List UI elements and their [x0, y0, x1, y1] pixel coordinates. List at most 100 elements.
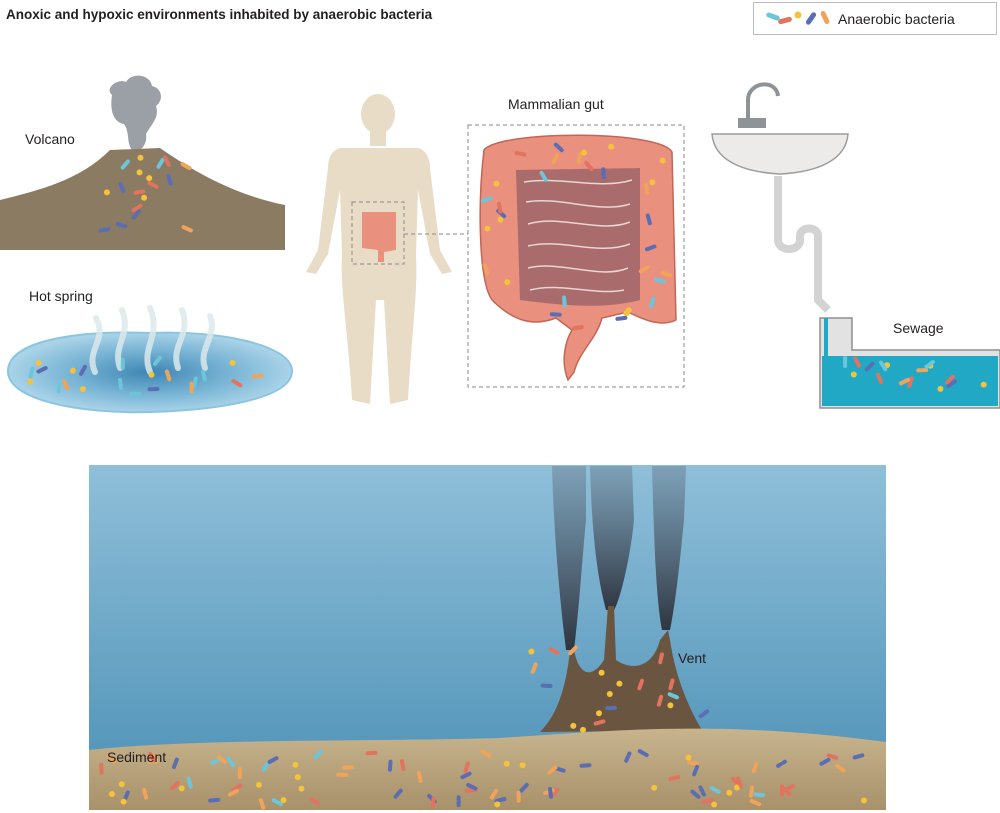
coccus-bacterium — [484, 225, 491, 232]
rod-bacterium — [148, 752, 157, 763]
sediment-label: Sediment — [107, 749, 167, 765]
legend-label: Anaerobic bacteria — [838, 11, 955, 27]
rod-bacterium — [730, 776, 741, 787]
rod-bacterium — [692, 764, 700, 777]
rod-bacterium — [61, 379, 70, 391]
rod-bacterium — [456, 795, 461, 808]
rod-bacterium — [393, 788, 403, 799]
rod-bacterium — [166, 174, 173, 186]
rod-bacterium — [924, 359, 935, 369]
rod-bacterium — [690, 789, 701, 799]
rod-bacterium — [466, 783, 478, 791]
coccus-bacterium — [667, 702, 674, 709]
coccus-bacterium — [497, 216, 504, 223]
coccus-bacterium — [651, 784, 658, 791]
rod-bacterium — [208, 797, 221, 803]
rod-bacterium — [180, 162, 192, 171]
rod-bacterium — [898, 377, 911, 386]
rod-bacterium — [593, 719, 606, 726]
coccus-bacterium — [519, 762, 526, 769]
rod-bacterium — [549, 312, 562, 317]
rod-bacterium — [539, 170, 548, 182]
coccus-bacterium — [103, 189, 110, 196]
sewage-label: Sewage — [893, 320, 944, 336]
rod-bacterium — [186, 776, 193, 789]
rod-bacterium — [668, 775, 681, 781]
rod-bacterium — [584, 161, 594, 172]
rod-bacterium — [644, 244, 657, 252]
rod-bacterium — [99, 762, 104, 775]
ocean-illustration — [89, 465, 886, 810]
rod-bacterium — [460, 771, 472, 780]
rod-bacterium — [480, 749, 492, 758]
coccus-bacterium — [625, 307, 632, 314]
gut-zoom-box-small — [351, 201, 405, 265]
rod-bacterium — [645, 213, 652, 226]
rod-bacterium — [819, 757, 831, 766]
coccus-bacterium — [141, 194, 148, 201]
bacteria-layer — [27, 142, 987, 810]
rod-bacterium — [156, 157, 165, 169]
rod-bacterium — [336, 772, 349, 777]
rod-bacterium — [201, 369, 207, 382]
coccus-bacterium — [118, 781, 125, 788]
rod-bacterium — [776, 759, 787, 768]
rod-bacterium — [753, 792, 766, 798]
coccus-bacterium — [570, 722, 577, 729]
rod-bacterium — [698, 709, 710, 719]
rod-bacterium — [548, 647, 560, 655]
rod-bacterium — [656, 694, 664, 707]
rod-bacterium — [171, 757, 179, 770]
coccus-bacterium — [860, 797, 867, 804]
coccus-bacterium — [255, 781, 262, 788]
coccus-bacterium — [580, 726, 586, 733]
rod-bacterium — [548, 786, 553, 799]
rod-bacterium — [237, 767, 242, 780]
volcano-illustration — [0, 75, 285, 250]
rod-bacterium — [781, 786, 792, 797]
rod-bacterium — [106, 754, 117, 764]
rod-bacterium — [216, 754, 227, 764]
rod-bacterium — [568, 645, 578, 656]
rod-bacterium — [416, 771, 423, 783]
rod-bacterium — [638, 265, 650, 274]
coccus-bacterium — [596, 710, 602, 717]
vent-label: Vent — [678, 650, 707, 666]
coccus-bacterium — [79, 386, 86, 393]
rod-bacterium — [147, 181, 159, 189]
figure-title: Anoxic and hypoxic environments inhabite… — [6, 7, 433, 22]
rod-bacterium — [267, 756, 279, 765]
coccus-bacterium — [734, 784, 740, 791]
rod-bacterium — [864, 361, 875, 372]
rod-bacterium — [164, 369, 172, 382]
rod-bacterium — [313, 749, 323, 760]
rod-bacterium — [131, 209, 141, 220]
rod-bacterium — [540, 683, 553, 689]
coccus-bacterium — [27, 378, 34, 385]
rod-bacterium — [519, 782, 529, 793]
rod-bacterium — [601, 167, 606, 180]
coccus-bacterium — [649, 179, 656, 186]
rod-bacterium — [749, 785, 754, 798]
mammalian-gut-illustration — [467, 124, 685, 388]
rod-bacterium — [497, 201, 503, 214]
rod-bacterium — [826, 753, 839, 760]
coccus-bacterium — [685, 754, 692, 761]
rod-bacterium — [945, 374, 955, 385]
rod-bacterium — [835, 763, 846, 773]
volcano-label: Volcano — [25, 131, 75, 147]
coccus-bacterium — [294, 774, 301, 781]
rod-bacterium — [547, 765, 558, 775]
coccus-bacterium — [35, 359, 42, 366]
coccus-bacterium — [659, 157, 666, 164]
rod-bacterium — [571, 325, 584, 331]
rod-bacterium — [153, 355, 162, 366]
rod-bacterium — [751, 761, 759, 774]
rod-bacterium — [142, 787, 149, 800]
rod-bacterium — [120, 159, 130, 170]
rod-bacterium — [530, 662, 538, 674]
coccus-bacterium — [504, 279, 511, 286]
rod-bacterium — [118, 181, 126, 194]
rod-bacterium — [843, 356, 848, 368]
